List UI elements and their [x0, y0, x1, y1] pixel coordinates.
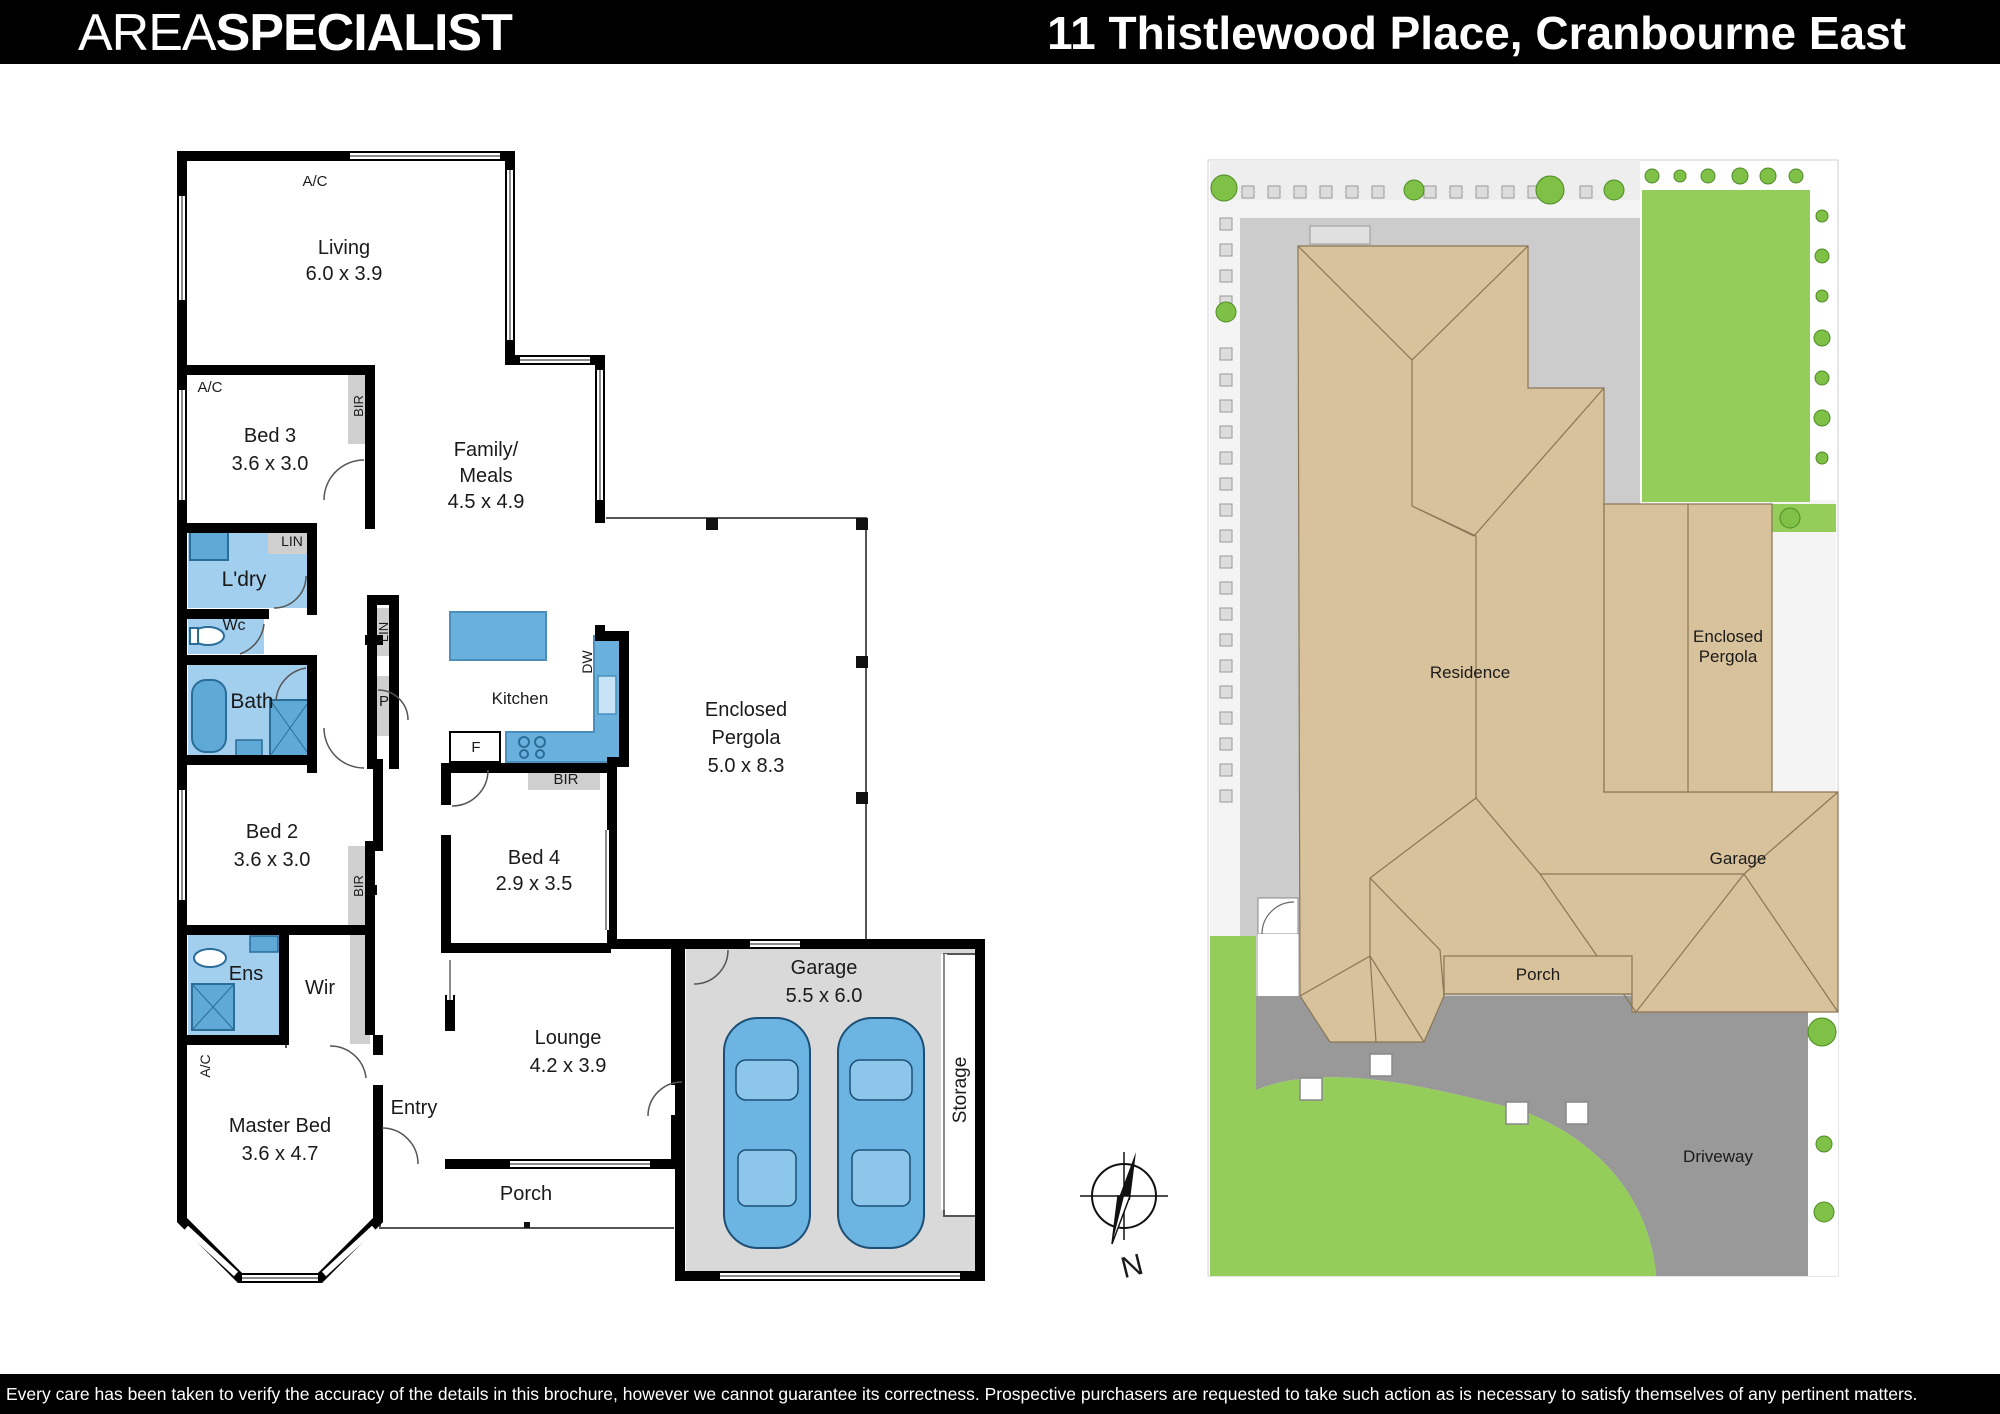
brand-light: AREA [78, 4, 217, 62]
bath-label: Bath [230, 690, 273, 713]
bir-bed3 [348, 370, 370, 444]
driveway-paving [1256, 996, 1836, 1276]
cooktop-icon [518, 736, 546, 759]
lounge-name: Lounge [535, 1027, 602, 1049]
site-pergola-line2: Pergola [1699, 647, 1758, 666]
family-line2: Meals [459, 465, 512, 487]
ensuite-label: Ens [229, 963, 263, 985]
compass-icon: N [1080, 1152, 1168, 1285]
pergola-line1: Enclosed [705, 699, 787, 721]
storage-label: Storage [950, 1057, 971, 1124]
master-size: 3.6 x 4.7 [242, 1143, 319, 1165]
bed2-size: 3.6 x 3.0 [234, 849, 311, 871]
lounge-size: 4.2 x 3.9 [530, 1055, 607, 1077]
laundry-label: L'dry [222, 568, 267, 591]
disclaimer-text: Every care has been taken to verify the … [6, 1384, 1918, 1404]
pergola-posts [524, 518, 868, 1228]
dw-label: DW [579, 650, 595, 674]
wc-label: Wc [222, 617, 245, 634]
ac-bed3: A/C [197, 379, 222, 396]
window-lines [181, 155, 960, 1279]
bed2-name: Bed 2 [246, 821, 298, 843]
front-lawn [1256, 1077, 1656, 1276]
stepping-stones [1299, 1053, 1589, 1125]
property-address: 11 Thistlewood Place, Cranbourne East [1047, 7, 1906, 59]
site-driveway: Driveway [1683, 1147, 1753, 1166]
pergola-size: 5.0 x 8.3 [708, 755, 785, 777]
site-pergola-line1: Enclosed [1693, 627, 1763, 646]
rear-lawn [1642, 190, 1810, 502]
garden-shrubs [1210, 167, 1837, 1223]
lin-laundry-label: LIN [281, 533, 303, 549]
ac-living: A/C [302, 173, 327, 190]
wir-label: Wir [305, 977, 335, 999]
roof [1297, 245, 1839, 1043]
fence-posts [1219, 185, 1593, 803]
living-name: Living [318, 237, 370, 259]
site-porch: Porch [1516, 965, 1560, 984]
door-swings [239, 459, 729, 1165]
bir-bed4-label: BIR [553, 771, 578, 788]
family-line1: Family/ [454, 439, 519, 461]
room-labels: A/C Living 6.0 x 3.9 A/C Bed 3 3.6 x 3.0… [197, 173, 971, 1205]
family-size: 4.5 x 4.9 [448, 491, 525, 513]
kitchen-sink-icon [597, 675, 617, 715]
master-name: Master Bed [229, 1115, 331, 1137]
bed4-name: Bed 4 [508, 847, 560, 869]
ensuite-vanity-icon [249, 935, 279, 953]
ac-master: A/C [197, 1054, 213, 1077]
bed4-size: 2.9 x 3.5 [496, 873, 573, 895]
car-right-icon [837, 1017, 925, 1249]
garage-size: 5.5 x 6.0 [786, 985, 863, 1007]
bir-bed2 [348, 846, 370, 926]
entry-label: Entry [391, 1097, 438, 1119]
site-labels: Residence Enclosed Pergola Garage Porch … [1430, 627, 1767, 1166]
site-garage: Garage [1710, 849, 1767, 868]
car-left-icon [723, 1017, 811, 1249]
front-lawn-left [1210, 936, 1256, 1276]
fridge-space [449, 731, 501, 763]
fridge-label: F [471, 739, 480, 756]
brand-logo: AREASPECIALIST [78, 0, 513, 64]
vanity-icon [235, 739, 263, 757]
bir-bed3-label: BIR [351, 395, 366, 417]
bir-bed2-label: BIR [351, 875, 366, 897]
pantry-label: P [379, 693, 389, 710]
bed3-size: 3.6 x 3.0 [232, 453, 309, 475]
living-size: 6.0 x 3.9 [306, 263, 383, 285]
floor-plan: A/C Living 6.0 x 3.9 A/C Bed 3 3.6 x 3.0… [177, 151, 985, 1283]
porch-label: Porch [500, 1183, 552, 1205]
compass-north: N [1118, 1248, 1147, 1285]
footer-bar: Every care has been taken to verify the … [0, 1374, 2000, 1414]
kitchen-label: Kitchen [492, 689, 549, 708]
header-bar: AREASPECIALIST 11 Thistlewood Place, Cra… [0, 0, 2000, 64]
site-residence: Residence [1430, 663, 1510, 682]
bed3-name: Bed 3 [244, 425, 296, 447]
brand-bold: SPECIALIST [215, 4, 513, 62]
lin-hall-label: LIN [376, 622, 391, 642]
kitchen-island [449, 611, 547, 661]
ensuite-toilet-icon [193, 948, 227, 968]
laundry-trough-icon [189, 531, 229, 561]
bathtub-icon [191, 679, 227, 753]
pergola-line2: Pergola [712, 727, 782, 749]
garage-name: Garage [791, 957, 858, 979]
site-plan: Residence Enclosed Pergola Garage Porch … [1207, 159, 1839, 1277]
